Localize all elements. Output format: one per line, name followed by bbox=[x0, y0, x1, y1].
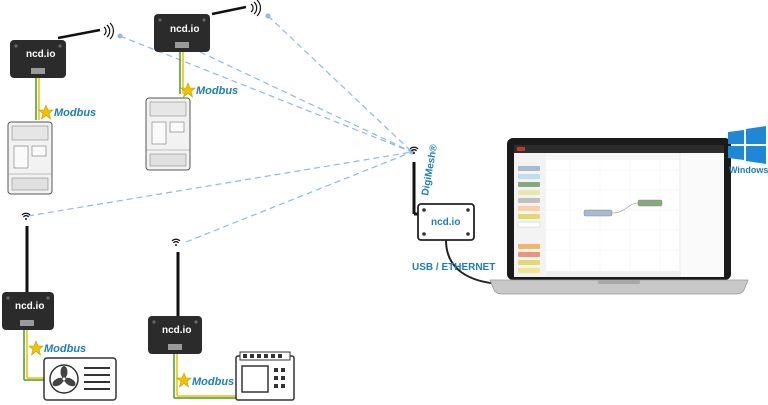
brand-logo: ncd.io bbox=[431, 217, 460, 228]
antenna-icon bbox=[57, 28, 101, 40]
modbus-star-icon bbox=[176, 372, 192, 388]
sensor-2: ncd.io Modbus bbox=[145, 0, 262, 171]
wifi-icon bbox=[171, 238, 181, 247]
link-sensor-4 bbox=[185, 151, 413, 243]
windows-logo-icon bbox=[728, 126, 766, 164]
windows-label: Windows bbox=[729, 165, 768, 175]
modbus-label: Modbus bbox=[196, 85, 238, 97]
antenna-icon bbox=[211, 5, 247, 16]
modbus-label: Modbus bbox=[54, 107, 96, 119]
sensor-1: ncd.io Modbus bbox=[7, 22, 115, 195]
laptop-base bbox=[489, 279, 749, 295]
link-sensor-3 bbox=[27, 151, 413, 217]
link-sensor-2-mid bbox=[199, 51, 413, 153]
connection-label: USB / ETHERNET bbox=[412, 262, 495, 273]
modbus-label: Modbus bbox=[44, 343, 86, 355]
fan-icon bbox=[52, 366, 76, 387]
sensor-body bbox=[154, 14, 210, 52]
modbus-star-icon bbox=[38, 104, 54, 120]
vfd-drive bbox=[7, 121, 53, 195]
sensor-body bbox=[10, 40, 66, 78]
wifi-icon bbox=[250, 0, 262, 17]
sensor-body bbox=[2, 292, 54, 330]
brand-logo: ncd.io bbox=[15, 301, 44, 312]
brand-logo: ncd.io bbox=[170, 24, 199, 35]
sensor-3: ncd.io Modbus bbox=[2, 212, 117, 401]
wireless-links bbox=[27, 15, 413, 243]
brand-logo: ncd.io bbox=[162, 325, 191, 336]
hvac-unit bbox=[43, 357, 117, 401]
wifi-icon bbox=[103, 22, 115, 40]
laptop bbox=[489, 138, 749, 295]
digimesh-label: DigiMesh® bbox=[420, 143, 440, 197]
modbus-label: Modbus bbox=[192, 376, 234, 388]
sensor-4: ncd.io Modbus bbox=[148, 238, 295, 401]
plc-controller bbox=[235, 351, 295, 401]
sensor-body bbox=[148, 316, 202, 354]
gateway: DigiMesh® ncd.io USB / ETHERNET bbox=[409, 143, 501, 285]
vfd-drive bbox=[145, 97, 191, 171]
modbus-star-icon bbox=[28, 340, 44, 356]
link-sensor-1 bbox=[119, 35, 413, 153]
link-sensor-2 bbox=[267, 15, 413, 153]
wifi-icon bbox=[21, 212, 31, 221]
palette-nodes bbox=[517, 166, 541, 273]
brand-logo: ncd.io bbox=[26, 49, 55, 60]
